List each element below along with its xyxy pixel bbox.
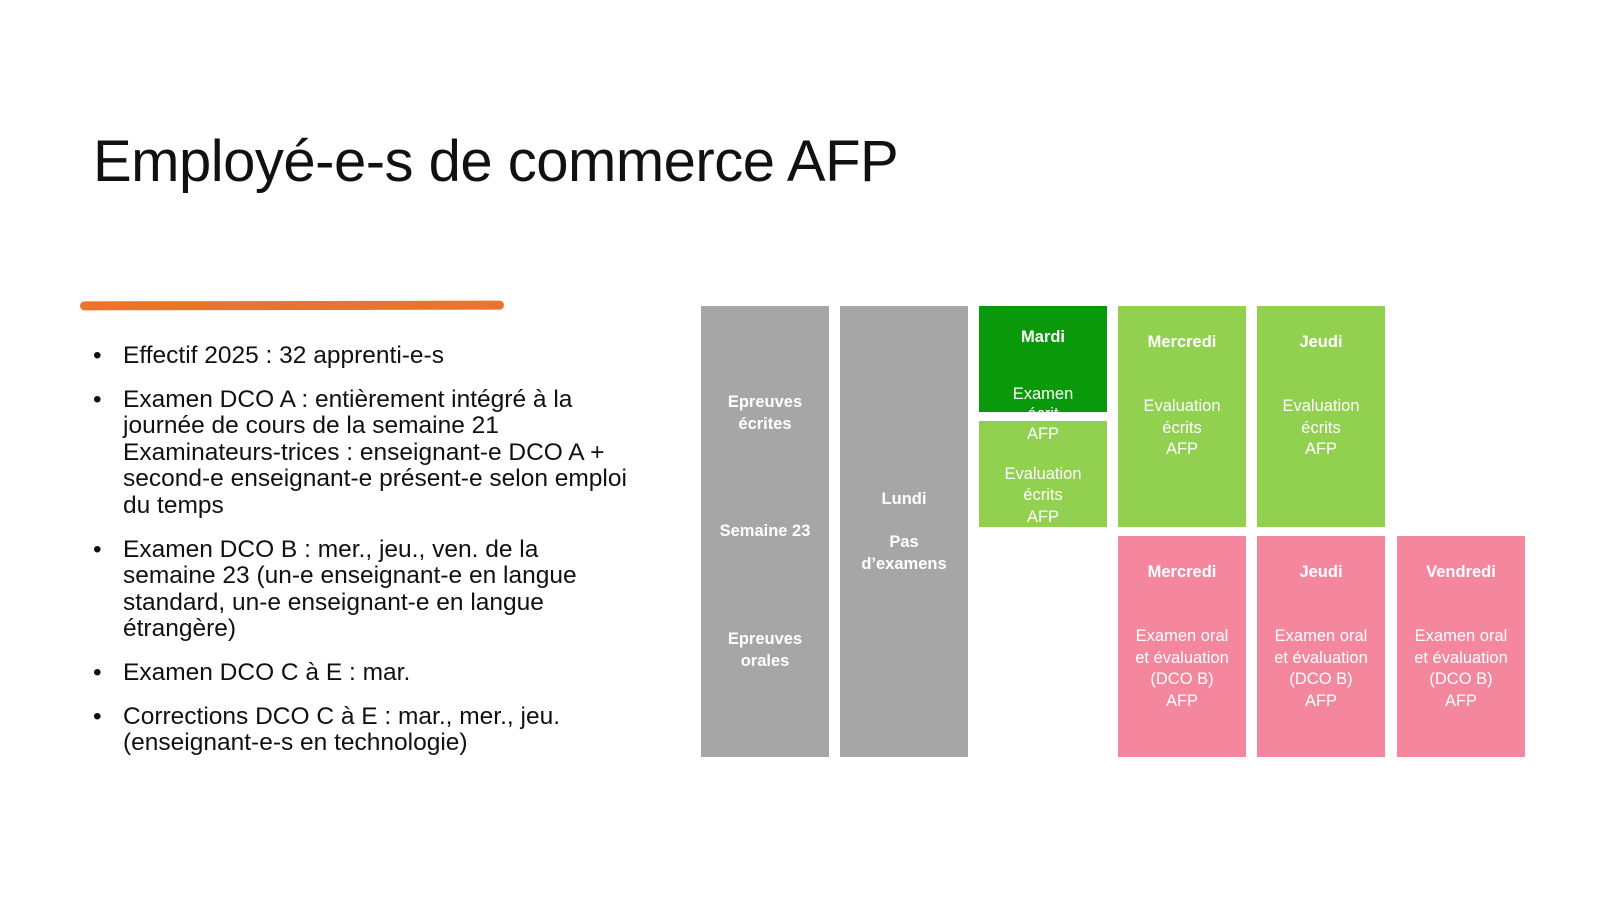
monday-note: Pas d’examens bbox=[861, 533, 947, 573]
block-text: Evaluation écrits AFP bbox=[1282, 397, 1360, 458]
bullet-item: Effectif 2025 : 32 apprenti-e-s bbox=[93, 342, 693, 370]
tuesday-exam-block: Mardi Examen écrit AFP bbox=[979, 306, 1107, 443]
slide-title: Employé-e-s de commerce AFP bbox=[93, 129, 899, 194]
bullet-item: Examen DCO B : mer., jeu., ven. de la se… bbox=[93, 536, 693, 643]
week-label: Semaine 23 bbox=[719, 522, 811, 540]
friday-oral-block: Vendredi Examen oral et évaluation (DCO … bbox=[1397, 536, 1525, 757]
day-header: Mercredi bbox=[1147, 332, 1217, 351]
thursday-oral-block: Jeudi Examen oral et évaluation (DCO B) … bbox=[1257, 536, 1385, 757]
day-header: Jeudi bbox=[1299, 562, 1343, 581]
accent-underline bbox=[79, 300, 505, 311]
monday-column: Lundi Pas d’examens bbox=[840, 306, 968, 757]
bullet-item: Corrections DCO C à E : mar., mer., jeu.… bbox=[93, 703, 693, 757]
block-text: Examen écrit AFP bbox=[1012, 385, 1074, 443]
oral-exams-label: Epreuves orales bbox=[727, 630, 803, 670]
day-header: Mardi bbox=[1020, 328, 1065, 346]
day-header: Mercredi bbox=[1147, 562, 1217, 581]
day-header: Jeudi bbox=[1299, 332, 1343, 351]
block-text: Evaluation écrits AFP bbox=[1004, 464, 1082, 526]
wednesday-eval-block: Mercredi Evaluation écrits AFP bbox=[1118, 306, 1246, 527]
day-header: Vendredi bbox=[1426, 562, 1496, 581]
bullet-list: Effectif 2025 : 32 apprenti-e-s Examen D… bbox=[93, 342, 693, 774]
block-text: Examen oral et évaluation (DCO B) AFP bbox=[1274, 627, 1368, 710]
bullet-item: Examen DCO C à E : mar. bbox=[93, 659, 693, 687]
block-text: Evaluation écrits AFP bbox=[1143, 397, 1221, 458]
block-text: Examen oral et évaluation (DCO B) AFP bbox=[1135, 627, 1229, 710]
week-column: Epreuves écrites Semaine 23 Epreuves ora… bbox=[701, 306, 829, 757]
thursday-eval-block: Jeudi Evaluation écrits AFP bbox=[1257, 306, 1385, 527]
monday-day: Lundi bbox=[881, 490, 927, 508]
bullet-item: Examen DCO A : entièrement intégré à la … bbox=[93, 386, 693, 520]
wednesday-oral-block: Mercredi Examen oral et évaluation (DCO … bbox=[1118, 536, 1246, 757]
tuesday-eval-block: Evaluation écrits AFP bbox=[979, 421, 1107, 527]
written-exams-label: Epreuves écrites bbox=[727, 393, 803, 433]
block-text: Examen oral et évaluation (DCO B) AFP bbox=[1414, 627, 1508, 710]
